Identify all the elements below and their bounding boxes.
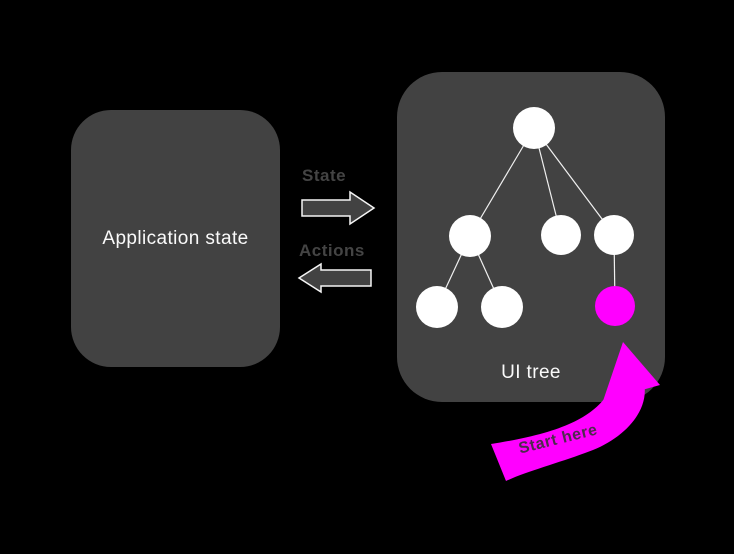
actions-left-arrow-icon [297, 262, 372, 294]
tree-node [449, 215, 491, 257]
application-state-box: Application state [71, 110, 280, 367]
start-here-arrow [491, 383, 645, 481]
actions-flow-label: Actions [299, 241, 365, 260]
state-flow-label: State [302, 166, 347, 185]
application-state-label: Application state [102, 227, 249, 249]
tree-node [594, 215, 634, 255]
ui-tree-label: UI tree [501, 362, 561, 383]
tree-node-highlighted [595, 286, 635, 326]
tree-node [416, 286, 458, 328]
tree-node [541, 215, 581, 255]
start-here-arrowhead-icon [603, 342, 660, 401]
tree-node [513, 107, 555, 149]
tree-node [481, 286, 523, 328]
state-right-arrow-icon [301, 190, 376, 226]
tree-edge [533, 127, 615, 236]
tree-nodes [416, 107, 635, 328]
ui-tree-graph [416, 107, 635, 328]
